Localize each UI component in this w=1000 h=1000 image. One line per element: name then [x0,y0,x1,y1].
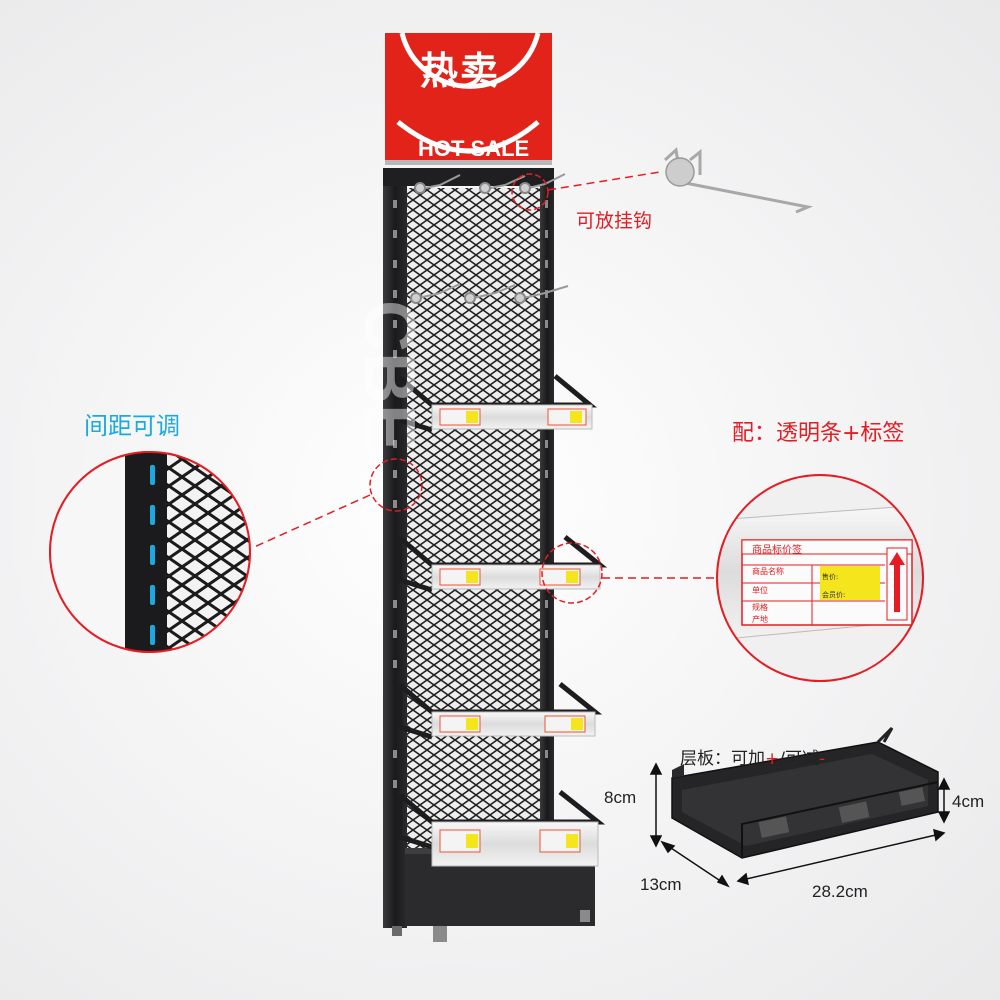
shelf-spec-minus: - [818,749,826,769]
dim-height: 8cm [604,788,637,807]
shelf-spec-label: 层板：可加+/可减- [680,744,825,769]
hook-callout [511,171,661,211]
sign-title: 热卖 [420,49,501,93]
sign-subtitle: HOT SALE [418,136,530,161]
dim-depth: 13cm [640,875,682,894]
shelf-spec-prefix: 层板： [680,749,731,769]
price-tag-row-name: 商品名称 [752,567,784,576]
price-tag-row-spec: 规格 [752,603,768,612]
watermark: CBE [349,300,429,453]
price-tag-row-origin: 产地 [752,615,768,624]
price-tag-row-unit: 单位 [752,586,768,595]
strip-callout-label: 配：透明条+标签 [732,421,905,446]
spacing-callout [49,451,423,653]
shelf-spec-slash: / [779,749,785,769]
strip-callout [541,474,924,682]
shelves [397,374,608,867]
hot-sale-sign [385,32,552,165]
shelf-spec-plus: + [765,749,780,769]
dim-width: 28.2cm [812,882,868,901]
price-tag-header: 商品标价签 [752,545,802,556]
shelf-detail-drawing [649,726,951,888]
shelf-spec-add: 可加 [731,749,765,769]
hook-callout-label: 可放挂钩 [576,210,653,232]
shelf-spec-sub: 可减 [784,749,819,769]
peg-hooks [409,173,569,304]
single-hook-illustration [663,147,814,214]
spacing-callout-label: 间距可调 [84,412,180,440]
price-tag-price: 售价: [822,573,839,581]
dim-lip: 4cm [952,792,985,811]
price-tag-member-price: 会员价: [822,591,846,599]
